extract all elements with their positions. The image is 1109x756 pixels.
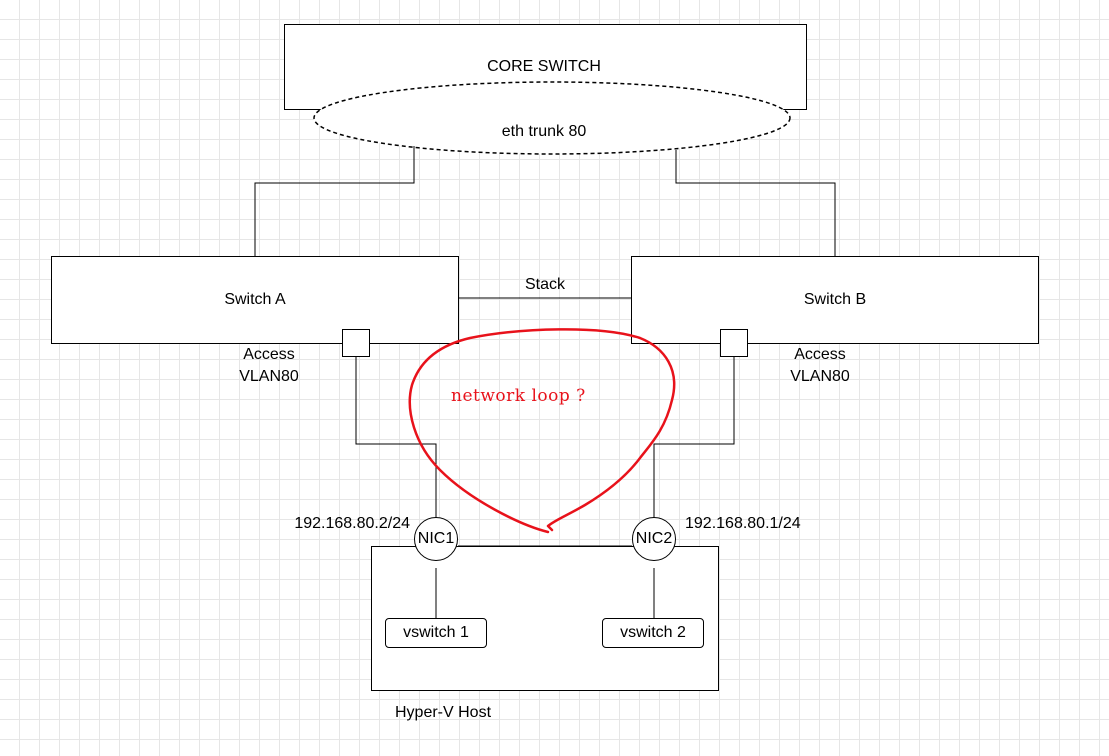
switch-a-node[interactable]: Switch A	[51, 256, 459, 344]
switch-a-port-mode: Access	[243, 346, 295, 363]
switch-b-vlan: VLAN80	[790, 368, 850, 385]
switch-b-node[interactable]: Switch B	[631, 256, 1039, 344]
nic2-node[interactable]: NIC2	[632, 517, 676, 561]
core-switch-label: CORE SWITCH	[487, 58, 601, 75]
nic1-ip-label: 192.168.80.2/24	[294, 515, 410, 532]
nic2-ip-label: 192.168.80.1/24	[685, 515, 801, 532]
vswitch1-label: vswitch 1	[403, 624, 469, 641]
switch-b-port[interactable]	[720, 329, 748, 357]
host-label: Hyper-V Host	[394, 704, 492, 721]
nic1-node[interactable]: NIC1	[414, 517, 458, 561]
trunk-label: eth trunk 80	[501, 123, 587, 140]
link-switch-a-nic1	[355, 357, 437, 524]
switch-a-vlan: VLAN80	[239, 368, 299, 385]
nic2-label: NIC2	[635, 530, 673, 547]
loop-annotation-text: network loop ?	[451, 386, 586, 406]
switch-b-port-mode: Access	[794, 346, 846, 363]
switch-a-label: Switch A	[224, 291, 286, 308]
switch-a-port[interactable]	[342, 329, 370, 357]
vswitch2-label: vswitch 2	[620, 624, 686, 641]
link-switch-b-nic2	[653, 357, 735, 524]
vswitch2-node[interactable]: vswitch 2	[602, 618, 704, 648]
link-trunk-switch-a	[254, 146, 415, 256]
switch-b-label: Switch B	[803, 291, 867, 308]
vswitch1-node[interactable]: vswitch 1	[385, 618, 487, 648]
link-trunk-switch-b	[675, 150, 836, 256]
trunk-ellipse[interactable]	[313, 81, 791, 155]
nic1-label: NIC1	[417, 530, 455, 547]
stack-label: Stack	[524, 276, 565, 293]
